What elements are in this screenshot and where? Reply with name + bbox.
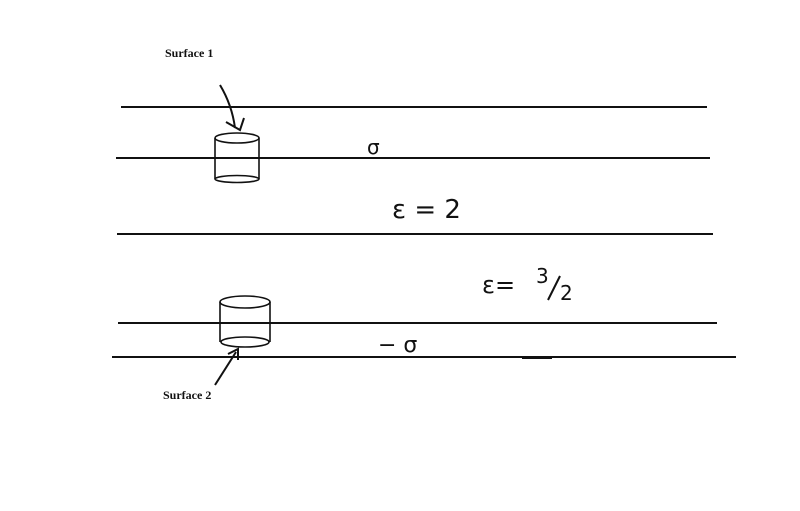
surface-2-label: Surface 2: [163, 388, 211, 402]
epsilon-upper-label: ε = 2: [392, 195, 461, 225]
sigma-label: σ: [367, 135, 380, 159]
gaussian-cylinder-1: [214, 132, 260, 184]
arrow-surface-2: [214, 347, 239, 386]
svg-text:ε=: ε=: [482, 271, 515, 299]
arrow-surface-1: [219, 84, 245, 132]
surface-1-label: Surface 1: [165, 46, 213, 60]
epsilon-lower-label: ε= 3 2: [482, 264, 573, 305]
svg-text:2: 2: [560, 281, 573, 305]
negative-sigma-label: − σ: [378, 333, 417, 358]
svg-text:3: 3: [536, 264, 549, 288]
gaussian-cylinder-2: [219, 295, 271, 348]
